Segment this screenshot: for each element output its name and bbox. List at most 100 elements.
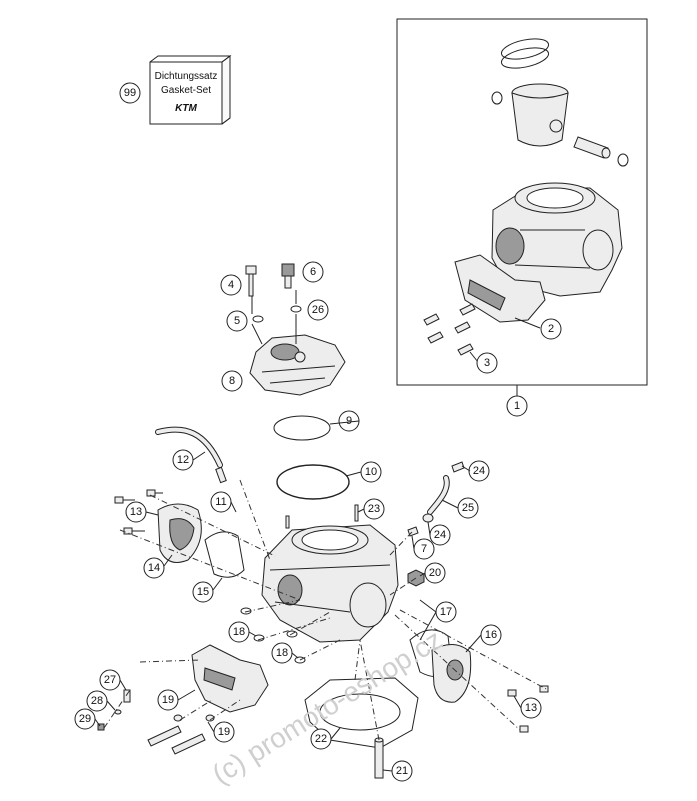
callout-3[interactable]: 3 xyxy=(476,352,498,374)
hose-fitting-right xyxy=(407,461,465,537)
callout-16[interactable]: 16 xyxy=(480,624,502,646)
left-bolts xyxy=(114,489,163,535)
svg-text:4: 4 xyxy=(228,279,234,291)
svg-text:20: 20 xyxy=(429,567,441,579)
kit-cylinder xyxy=(491,182,623,297)
svg-text:5: 5 xyxy=(234,315,240,327)
lower-studs xyxy=(147,714,215,755)
callout-28[interactable]: 28 xyxy=(86,690,108,712)
sensor-washer xyxy=(290,305,302,313)
svg-text:21: 21 xyxy=(396,765,408,777)
svg-text:1: 1 xyxy=(514,400,520,412)
callout-24-top[interactable]: 24 xyxy=(468,460,490,482)
part-29 xyxy=(97,723,105,731)
callout-7[interactable]: 7 xyxy=(413,538,435,560)
part-27 xyxy=(123,689,131,703)
right-bolts xyxy=(507,685,549,733)
svg-text:13: 13 xyxy=(525,702,537,714)
callout-25[interactable]: 25 xyxy=(457,497,479,519)
callout-5[interactable]: 5 xyxy=(226,310,248,332)
kit-exhaust-valve xyxy=(454,254,546,323)
callout-99[interactable]: 99 xyxy=(119,82,141,104)
callout-18-a[interactable]: 18 xyxy=(228,621,250,643)
gasket-set-box: Dichtungssatz Gasket-Set KTM xyxy=(149,55,232,125)
svg-text:10: 10 xyxy=(365,466,377,478)
callout-11[interactable]: 11 xyxy=(210,491,232,513)
svg-text:6: 6 xyxy=(310,266,316,278)
callout-24-bottom[interactable]: 24 xyxy=(429,524,451,546)
head-washer xyxy=(252,315,264,323)
svg-text:7: 7 xyxy=(421,543,427,555)
svg-text:14: 14 xyxy=(148,562,160,574)
base-gasket-22 xyxy=(304,677,419,749)
svg-text:29: 29 xyxy=(79,713,91,725)
callout-17[interactable]: 17 xyxy=(435,601,457,623)
cover-gasket-15 xyxy=(204,531,245,578)
head-bolt xyxy=(245,265,257,297)
callout-13-right[interactable]: 13 xyxy=(520,697,542,719)
svg-text:18: 18 xyxy=(233,626,245,638)
callout-26[interactable]: 26 xyxy=(307,299,329,321)
svg-text:17: 17 xyxy=(440,606,452,618)
svg-text:2: 2 xyxy=(548,323,554,335)
callout-14[interactable]: 14 xyxy=(143,557,165,579)
svg-text:3: 3 xyxy=(484,357,490,369)
callout-4[interactable]: 4 xyxy=(220,274,242,296)
svg-text:19: 19 xyxy=(162,694,174,706)
callout-15[interactable]: 15 xyxy=(192,581,214,603)
ktm-logo: KTM xyxy=(175,103,197,114)
svg-text:19: 19 xyxy=(218,726,230,738)
callout-1[interactable]: 1 xyxy=(506,395,528,417)
assembly-lines xyxy=(103,479,549,741)
svg-text:99: 99 xyxy=(124,87,136,99)
part-28 xyxy=(114,709,122,715)
svg-text:24: 24 xyxy=(473,465,485,477)
svg-text:24: 24 xyxy=(434,529,446,541)
svg-text:22: 22 xyxy=(315,733,327,745)
svg-text:16: 16 xyxy=(485,629,497,641)
svg-text:11: 11 xyxy=(215,496,226,508)
o-ring-18b xyxy=(253,634,265,642)
callout-2[interactable]: 2 xyxy=(540,318,562,340)
callout-8[interactable]: 8 xyxy=(221,370,243,392)
callout-12[interactable]: 12 xyxy=(172,449,194,471)
kit-studs xyxy=(423,303,476,356)
hose-fitting xyxy=(215,466,227,484)
callout-18-b[interactable]: 18 xyxy=(271,642,293,664)
callout-6[interactable]: 6 xyxy=(302,261,324,283)
callout-19-b[interactable]: 19 xyxy=(213,721,235,743)
o-ring-18a xyxy=(240,607,252,615)
svg-text:27: 27 xyxy=(104,674,116,686)
svg-text:9: 9 xyxy=(346,415,352,427)
o-ring-9 xyxy=(273,415,331,441)
svg-text:15: 15 xyxy=(197,586,209,598)
callout-19-a[interactable]: 19 xyxy=(157,689,179,711)
leader-lines xyxy=(94,420,522,772)
piston-rings xyxy=(500,38,550,69)
callout-23[interactable]: 23 xyxy=(363,498,385,520)
main-cylinder xyxy=(261,504,399,643)
svg-text:13: 13 xyxy=(130,506,142,518)
callout-29[interactable]: 29 xyxy=(74,708,96,730)
svg-text:26: 26 xyxy=(312,304,324,316)
o-ring-10 xyxy=(276,464,350,500)
callout-20[interactable]: 20 xyxy=(424,562,446,584)
svg-text:12: 12 xyxy=(177,454,189,466)
cylinder-head xyxy=(249,334,346,396)
svg-text:25: 25 xyxy=(462,502,474,514)
callout-13-left[interactable]: 13 xyxy=(125,501,147,523)
cylinder-kit-frame xyxy=(396,18,648,386)
callout-27[interactable]: 27 xyxy=(99,669,121,691)
svg-text:8: 8 xyxy=(229,375,235,387)
exhaust-valve-housing xyxy=(191,644,269,713)
o-ring-18d xyxy=(294,656,306,664)
outer-cover-14 xyxy=(157,503,202,563)
circlip-right xyxy=(617,153,629,167)
gasket-set-label-de: Dichtungssatz xyxy=(155,71,218,82)
svg-text:18: 18 xyxy=(276,647,288,659)
callout-21[interactable]: 21 xyxy=(391,760,413,782)
circlip-left xyxy=(491,91,503,105)
o-ring-18c xyxy=(286,630,298,638)
callout-10[interactable]: 10 xyxy=(360,461,382,483)
